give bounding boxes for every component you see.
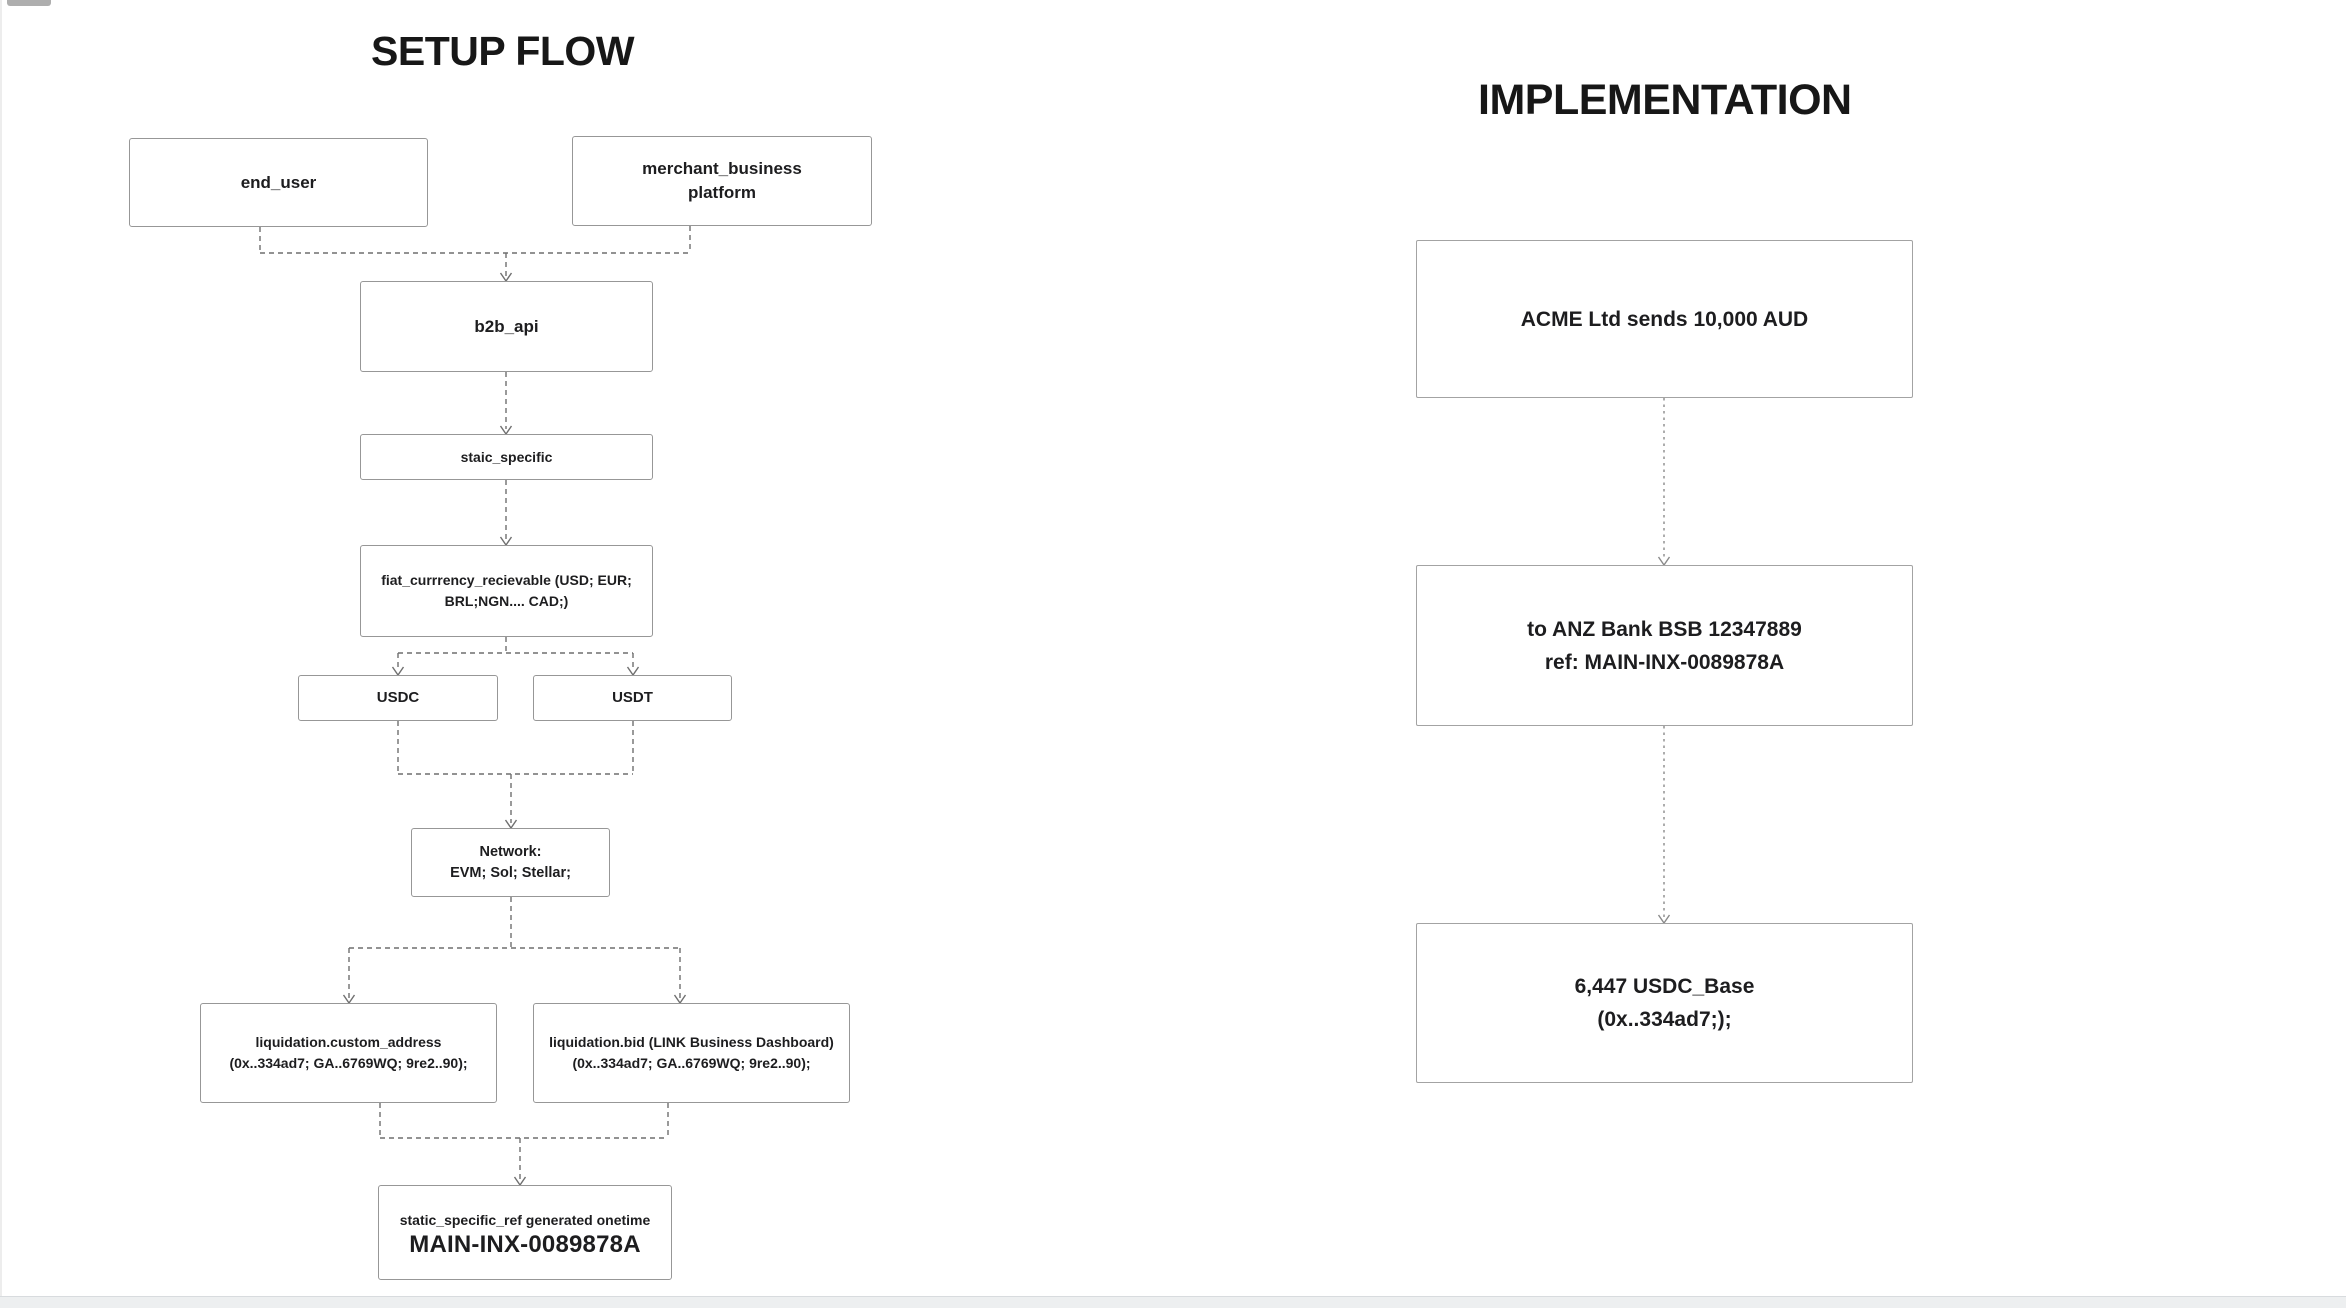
implementation-title: IMPLEMENTATION [1478,76,1852,124]
node-label: USDT [612,689,653,706]
connector-staic-to-fiat [499,480,513,547]
setup-flow-title: SETUP FLOW [371,28,635,74]
node-end-user[interactable]: end_user [129,138,428,227]
arrowhead-icon [626,666,640,677]
node-label-line1: fiat_currrency_recievable (USD; EUR; [381,572,632,588]
node-fiat-currency-receivable[interactable]: fiat_currrency_recievable (USD; EUR; BRL… [360,545,653,637]
node-usdc[interactable]: USDC [298,675,498,721]
node-merchant-business-platform[interactable]: merchant_business platform [572,136,872,226]
canvas-left-edge [0,0,2,1308]
connector-liquidation-merge-to-static-ref [379,1103,669,1187]
node-acme-sends-aud[interactable]: ACME Ltd sends 10,000 AUD [1416,240,1913,398]
corner-artifact [7,0,51,6]
node-usdt[interactable]: USDT [533,675,732,721]
node-label-line2: (0x..334ad7; GA..6769WQ; 9re2..90); [229,1055,468,1071]
node-staic-specific[interactable]: staic_specific [360,434,653,480]
connector-acme-to-anz [1657,398,1671,567]
node-label: b2b_api [474,316,539,336]
node-label-line2: platform [688,183,756,202]
node-b2b-api[interactable]: b2b_api [360,281,653,372]
node-label-line1: to ANZ Bank BSB 12347889 [1527,617,1802,641]
reference-code: MAIN-INX-0089878A [409,1231,641,1258]
node-label-line2: EVM; Sol; Stellar; [450,864,571,881]
node-liquidation-custom-address[interactable]: liquidation.custom_address (0x..334ad7; … [200,1003,497,1103]
node-usdc-base-payout[interactable]: 6,447 USDC_Base (0x..334ad7;); [1416,923,1913,1083]
node-label-line1: Network: [479,843,542,860]
node-anz-bank-transfer[interactable]: to ANZ Bank BSB 12347889 ref: MAIN-INX-0… [1416,565,1913,726]
node-label-line2: (0x..334ad7; GA..6769WQ; 9re2..90); [572,1055,811,1071]
connector-b2bapi-to-staic-specific [499,372,513,436]
node-label-line1: static_specific_ref generated onetime [399,1212,651,1228]
node-label: end_user [240,172,317,192]
connector-stablecoins-merge-to-network [397,721,634,830]
bottom-edge-strip [0,1296,2346,1308]
arrowhead-icon [1657,556,1671,567]
arrowhead-icon [391,666,405,677]
connector-network-split-liquidation [342,897,687,1005]
connector-anz-to-usdcbase [1657,726,1671,925]
node-label-line2: (0x..334ad7;); [1597,1008,1732,1031]
node-label: staic_specific [460,449,553,465]
node-label-line2: ref: MAIN-INX-0089878A [1544,650,1785,674]
node-label-line1: merchant_business [642,159,802,178]
node-label-line1: liquidation.custom_address [255,1034,442,1050]
connector-sources-to-b2b-api [259,226,691,283]
node-static-specific-ref[interactable]: static_specific_ref generated onetime MA… [378,1185,672,1280]
node-label-line1: 6,447 USDC_Base [1574,975,1755,998]
node-label-line2: BRL;NGN.... CAD;) [444,593,569,609]
node-label-line1: liquidation.bid (LINK Business Dashboard… [549,1034,834,1050]
node-liquidation-bid[interactable]: liquidation.bid (LINK Business Dashboard… [533,1003,850,1103]
node-network[interactable]: Network: EVM; Sol; Stellar; [411,828,610,897]
connector-fiat-split-usdc-usdt [391,637,640,677]
node-label: ACME Ltd sends 10,000 AUD [1520,307,1809,331]
node-label: USDC [376,689,420,706]
